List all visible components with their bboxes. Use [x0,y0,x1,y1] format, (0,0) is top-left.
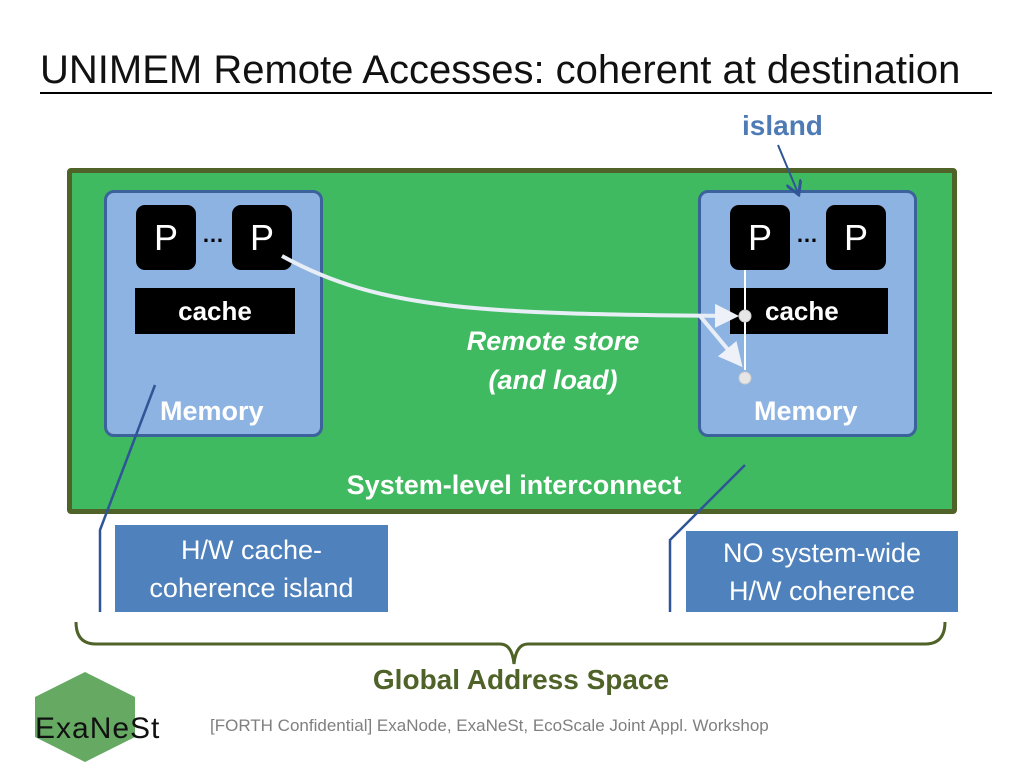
remote-memory-arrow [698,314,743,368]
island-pointer-arrow [777,144,798,193]
left-processor-2: P [232,205,292,270]
right-callout: NO system-wide H/W coherence [686,531,958,612]
left-callout-line2: coherence island [149,572,354,603]
exanest-logo: ExaNeSt [35,672,160,762]
svg-text:ExaNeSt: ExaNeSt [35,712,160,745]
remote-store-line2: (and load) [488,365,618,395]
left-callout-line1: H/W cache- [180,534,323,565]
right-processor-2: P [826,205,886,270]
left-callout-pointer [98,384,157,612]
right-callout-line2: H/W coherence [728,575,916,606]
left-processor-1: P [136,205,196,270]
footer-text: [FORTH Confidential] ExaNode, ExaNeSt, E… [210,716,769,735]
remote-store-line1: Remote store [466,326,640,356]
right-processor-dots: … [796,222,818,247]
right-memory-label: Memory [754,396,858,426]
global-address-brace [74,621,947,665]
interconnect-label: System-level interconnect [346,470,682,500]
right-callout-line1: NO system-wide [722,537,922,568]
left-cache: cache [135,288,295,334]
left-processor-dots: … [202,222,224,247]
global-address-space-label: Global Address Space [372,664,670,695]
slide-title: UNIMEM Remote Accesses: coherent at dest… [40,48,961,92]
right-cache: cache [730,288,888,334]
title-underline [40,92,992,94]
remote-store-arrow [281,254,739,328]
island-label: island [742,110,823,141]
right-callout-pointer [668,464,746,612]
left-memory-label: Memory [160,396,264,426]
left-cache-label: cache [178,295,252,326]
left-callout: H/W cache- coherence island [115,525,388,612]
memory-node [738,371,752,385]
remote-store-label: Remote store (and load) [430,326,676,396]
right-processor-1: P [730,205,790,270]
cache-node [738,309,752,323]
right-cache-label: cache [765,295,839,326]
